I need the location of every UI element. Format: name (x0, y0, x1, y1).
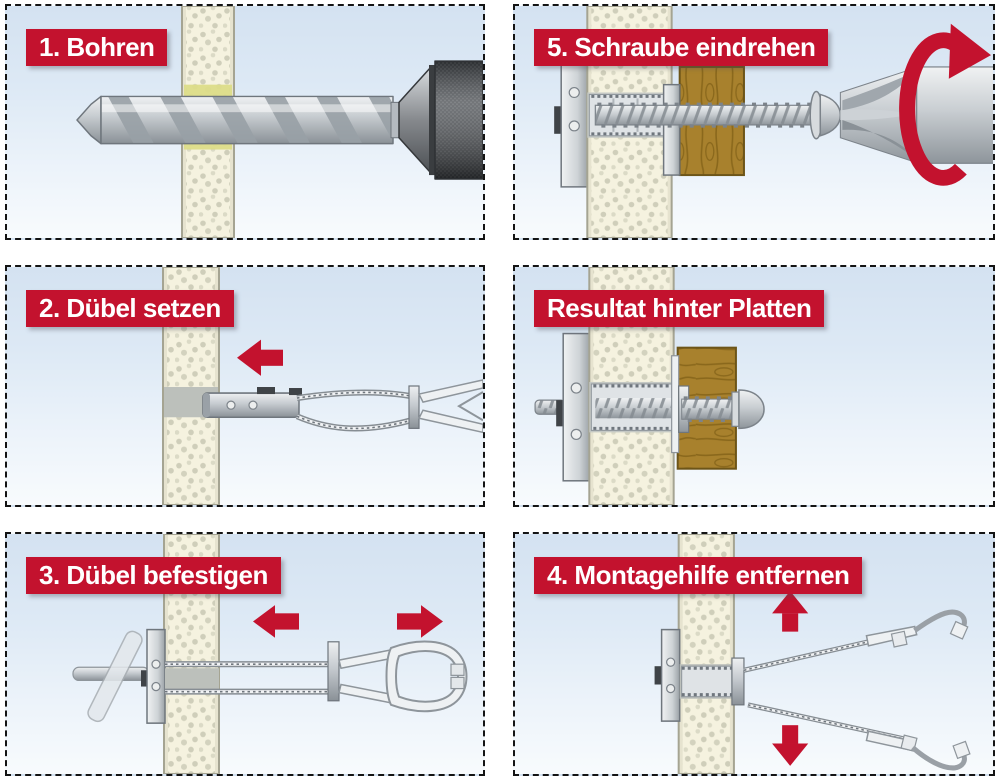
arrow-right-icon (397, 605, 443, 638)
anchor-channel-plate (556, 332, 592, 482)
anchor-sleeve (202, 387, 302, 419)
step-label: Resultat hinter Platten (534, 290, 825, 327)
arrow-left-icon (237, 339, 283, 376)
step-label: 5. Schraube eindrehen (534, 29, 829, 66)
anchor-flange-plate (141, 628, 166, 724)
anchor-channel-plate (554, 60, 590, 188)
step-label: 3. Dübel befestigen (26, 557, 281, 594)
remove-mounting-aid-illustration (654, 534, 971, 774)
mounting-aid-strip-upper (743, 609, 969, 673)
screwdriving-illustration (554, 6, 993, 238)
drilling-illustration (76, 6, 483, 238)
panel-step-5-schraube-eindrehen: 5. Schraube eindrehen (513, 4, 995, 240)
mounting-aid-strips (295, 389, 412, 432)
collar-disc (327, 641, 340, 702)
anchor-body (589, 381, 675, 433)
step-label: 1. Bohren (26, 29, 168, 66)
panel-step-4-montagehilfe-entfernen: 4. Montagehilfe entfernen (513, 532, 995, 776)
rotate-clockwise-arrow-icon (899, 23, 991, 186)
step-label: 2. Dübel setzen (26, 290, 234, 327)
anchor-washer-plate (671, 355, 680, 454)
screw-head-dome (738, 389, 765, 430)
arrow-left-icon (253, 605, 299, 638)
screwdriver (839, 66, 993, 164)
step-label: 4. Montagehilfe entfernen (534, 557, 863, 594)
toggle-bar-tilted (87, 630, 143, 723)
panel-step-2-duebel-setzen: 2. Dübel setzen (5, 265, 485, 507)
drill-bit (76, 95, 402, 145)
panel-step-3-duebel-befestigen: 3. Dübel befestigen (5, 532, 485, 776)
arrow-down-icon (772, 725, 809, 766)
screw (594, 90, 842, 140)
mounting-aid-strip-lower (747, 702, 971, 771)
anchor-sleeve-in-wall (165, 668, 219, 691)
anchor-fastening-illustration (72, 534, 468, 774)
handle-start (408, 379, 483, 434)
anchor-flange-plate (654, 628, 681, 722)
drill-chuck (398, 60, 483, 180)
anchor-body (679, 657, 745, 706)
arrow-up-icon (772, 590, 809, 632)
pull-loop-handle (338, 640, 468, 713)
panel-result-hinter-platten: Resultat hinter Platten (513, 265, 995, 507)
anchor-collar (662, 83, 681, 176)
screw (681, 389, 765, 430)
mounting-aid-strips (165, 661, 329, 695)
panel-step-1-bohren: 1. Bohren (5, 4, 485, 240)
